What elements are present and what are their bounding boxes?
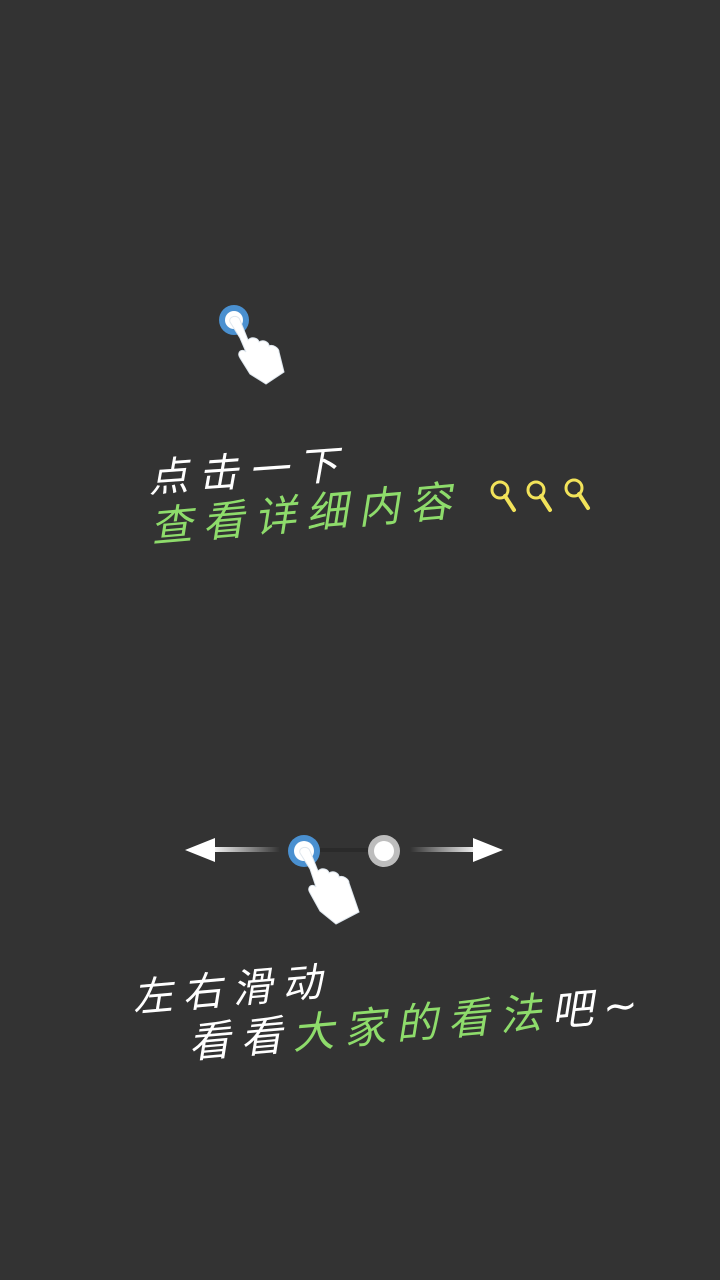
arrow-left-icon — [185, 838, 280, 862]
swipe-hint-prefix: 看看 — [186, 1010, 295, 1068]
page-dot-icon — [368, 835, 400, 867]
magnifier-icon — [564, 478, 590, 510]
hand-pointer-icon — [299, 846, 360, 925]
magnifier-icon — [526, 480, 552, 512]
arrow-right-icon — [410, 838, 503, 862]
swipe-hint-suffix: 吧~ — [548, 978, 650, 1037]
hand-pointer-icon — [229, 315, 285, 385]
magnifier-icon — [490, 480, 516, 512]
